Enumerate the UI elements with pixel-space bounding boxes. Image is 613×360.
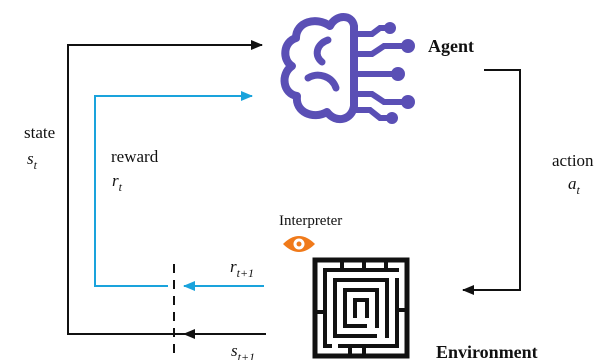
reward-symbol: rt (112, 171, 123, 194)
action-symbol: at (568, 174, 581, 197)
next-reward-letter: r (230, 257, 237, 276)
reward-symbol-letter: r (112, 171, 119, 190)
state-loop-line (67, 40, 266, 335)
reward-label: reward (111, 147, 159, 166)
action-symbol-letter: a (568, 174, 577, 193)
next-reward-subscript: t+1 (237, 266, 254, 280)
reward-symbol-subscript: t (119, 180, 123, 194)
next-reward-symbol: rt+1 (230, 257, 254, 280)
maze-icon (312, 257, 410, 359)
state-symbol-subscript: t (34, 158, 38, 172)
state-symbol-letter: s (27, 149, 34, 168)
eye-icon (283, 236, 315, 252)
next-state-letter: s (231, 341, 238, 360)
state-label: state (24, 123, 55, 142)
reward-loop-line (94, 91, 253, 287)
action-label: action (552, 151, 594, 170)
action-symbol-subscript: t (577, 183, 581, 197)
next-state-symbol: st+1 (231, 341, 255, 360)
environment-label: Environment (436, 342, 538, 360)
brain-circuit-icon (280, 13, 415, 124)
next-state-subscript: t+1 (238, 350, 255, 360)
agent-label: Agent (428, 36, 474, 56)
action-line (462, 69, 521, 295)
state-symbol: st (27, 149, 38, 172)
interpreter-label: Interpreter (279, 213, 342, 229)
